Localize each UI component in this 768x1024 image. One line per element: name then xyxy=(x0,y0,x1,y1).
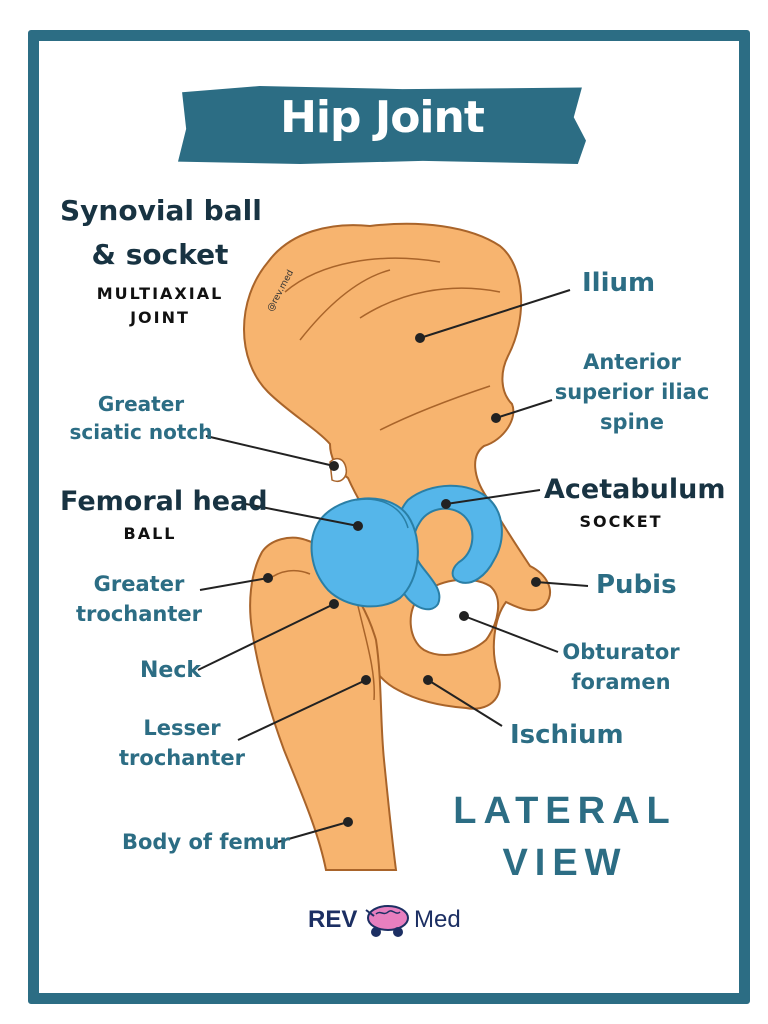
femoral-head-highlight xyxy=(355,498,409,529)
joint-type-line2: & socket xyxy=(91,238,229,271)
label-lesser-troch-line2: trochanter xyxy=(119,746,245,770)
label-obturator-line2: foramen xyxy=(571,670,671,694)
border-frame xyxy=(28,30,750,1004)
label-body-of-femur: Body of femur xyxy=(122,830,290,854)
leader-dot-femoral-head xyxy=(353,521,363,531)
page-title: Hip Joint xyxy=(280,92,485,143)
label-greater-troch-line2: trochanter xyxy=(76,602,202,626)
ilium-contour-3 xyxy=(359,287,501,319)
leader-dot-lesser-troch xyxy=(361,675,371,685)
ilium-contour-1 xyxy=(284,257,441,293)
leader-neck xyxy=(197,603,335,671)
leader-femoral-head xyxy=(245,503,359,527)
label-asis-line1: Anterior xyxy=(583,350,681,374)
label-greater-troch-line1: Greater xyxy=(93,572,185,596)
leader-obturator xyxy=(463,615,559,653)
label-femoral-head: Femoral head xyxy=(60,486,268,517)
leader-sciatic xyxy=(205,435,335,467)
leader-body-femur xyxy=(277,821,349,843)
label-obturator-line1: Obturator xyxy=(562,640,680,664)
view-line2: VIEW xyxy=(502,842,628,884)
label-neck: Neck xyxy=(140,658,202,683)
leader-ischium xyxy=(427,679,503,727)
leader-dot-ilium xyxy=(415,333,425,343)
label-sciatic-line2: sciatic notch xyxy=(69,420,213,444)
leader-acetabulum xyxy=(445,489,541,505)
leader-dot-pubis xyxy=(531,577,541,587)
leader-greater-troch xyxy=(199,577,269,591)
label-asis-line3: spine xyxy=(600,410,664,434)
ilium-contour-4 xyxy=(379,385,491,431)
leader-dot-obturator xyxy=(459,611,469,621)
leader-lesser-troch xyxy=(237,679,367,741)
leader-dot-acetabulum xyxy=(441,499,451,509)
label-acetabulum-sub: SOCKET xyxy=(579,512,663,531)
leader-dot-ischium xyxy=(423,675,433,685)
title-banner xyxy=(178,86,586,164)
brand-rev-text: REV xyxy=(308,906,358,933)
label-femoral-head-sub: BALL xyxy=(123,524,177,543)
acetabulum-cartilage xyxy=(392,484,503,611)
brand-brain-icon xyxy=(365,905,409,937)
ilium-contour-2 xyxy=(299,269,391,341)
label-ilium: Ilium xyxy=(582,268,656,298)
joint-subtype-line1: MULTIAXIAL xyxy=(96,284,224,303)
leader-dot-greater-troch xyxy=(263,573,273,583)
leader-ilium xyxy=(419,289,571,339)
joint-type-line1: Synovial ball xyxy=(60,194,262,227)
leader-pubis xyxy=(535,581,589,587)
leader-dot-body-femur xyxy=(343,817,353,827)
label-ischium: Ischium xyxy=(510,720,624,750)
label-lesser-troch-line1: Lesser xyxy=(143,716,221,740)
leader-dot-asis xyxy=(491,413,501,423)
femoral-head xyxy=(310,497,419,608)
brand-med-text: Med xyxy=(414,906,461,933)
leader-dot-neck xyxy=(329,599,339,609)
leader-asis xyxy=(495,399,553,419)
leader-dot-sciatic xyxy=(329,461,339,471)
label-asis-line2: superior iliac xyxy=(554,380,710,404)
label-sciatic-line1: Greater xyxy=(97,392,185,416)
view-line1: LATERAL xyxy=(453,790,677,832)
joint-subtype-line2: JOINT xyxy=(130,308,190,327)
label-acetabulum: Acetabulum xyxy=(544,474,726,505)
label-pubis: Pubis xyxy=(596,570,677,600)
intertrochanteric-line xyxy=(357,605,376,701)
